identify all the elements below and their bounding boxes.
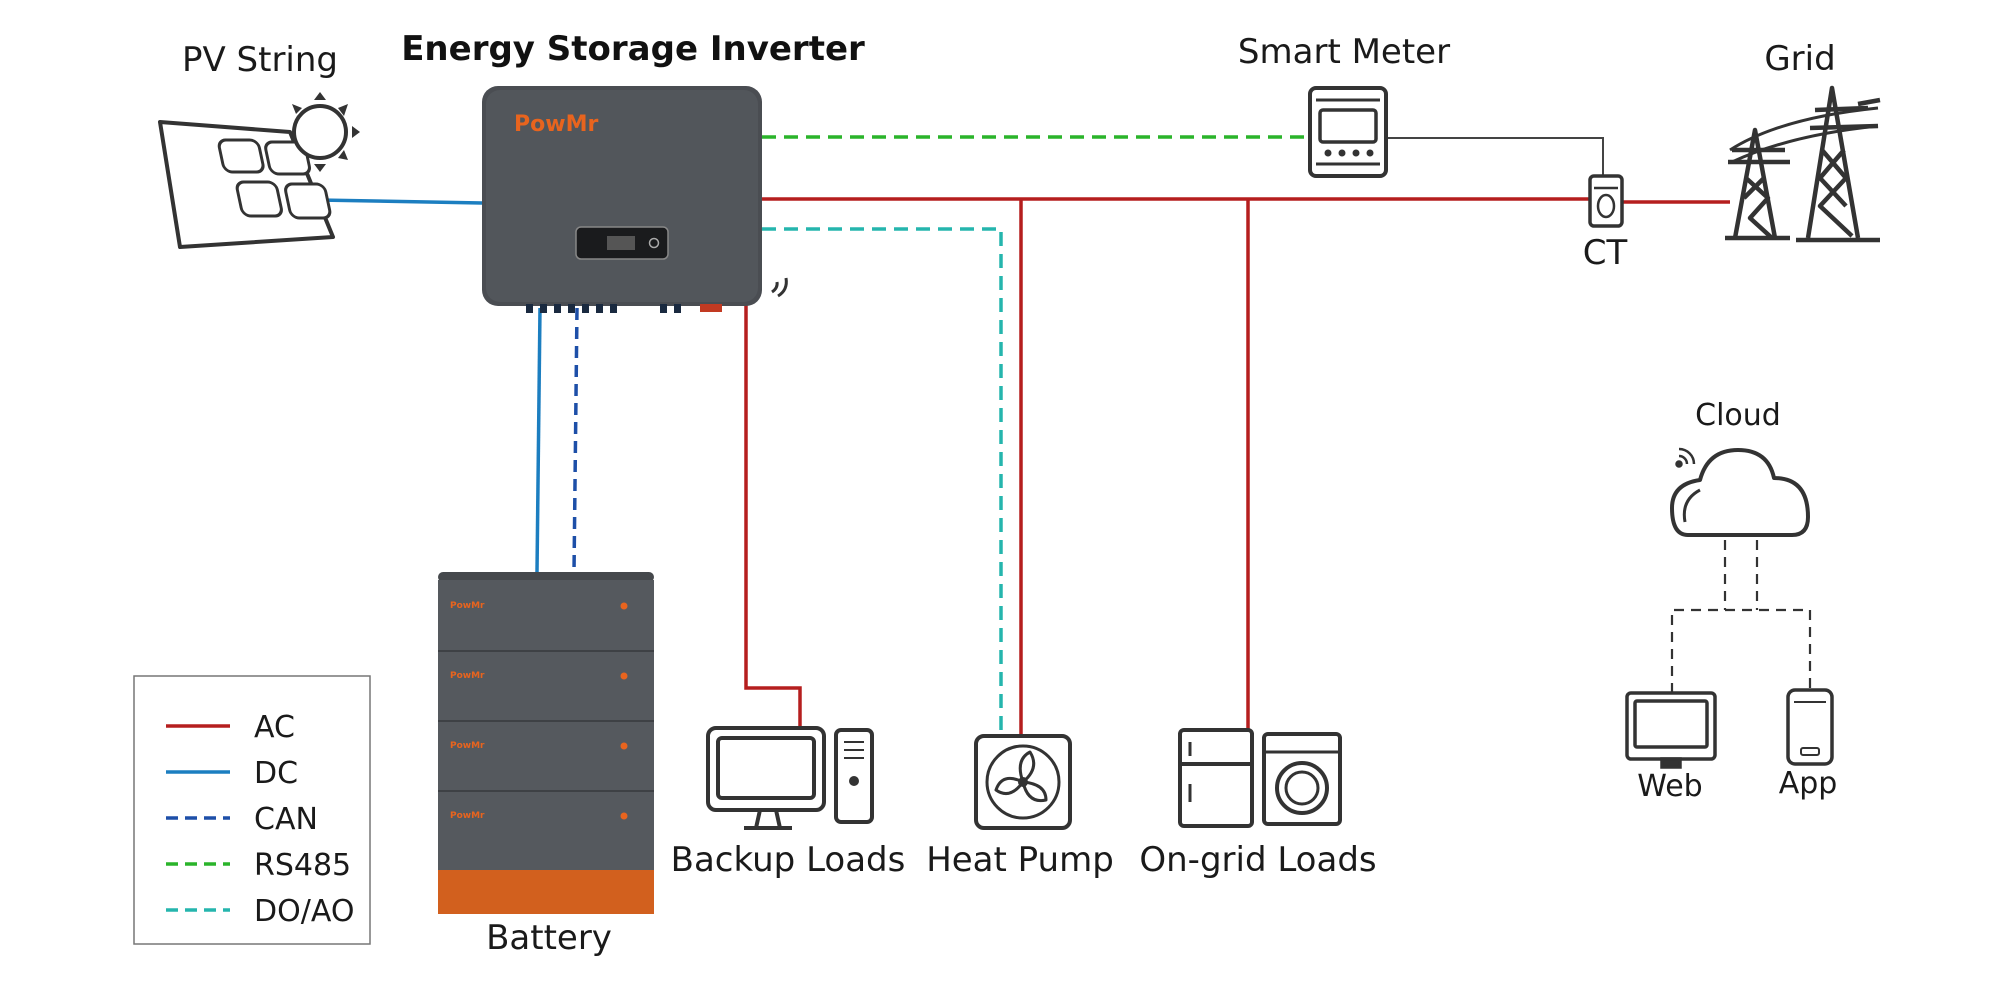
heat-pump-icon (974, 734, 1072, 830)
smart-meter-icon (1308, 86, 1388, 178)
ac-backup-line (744, 305, 802, 728)
desktop-computer-icon (706, 726, 874, 830)
ct-label: CT (1583, 233, 1628, 273)
wifi-icon (1675, 447, 1696, 468)
cloud-links (1670, 540, 1812, 693)
app-label: App (1779, 766, 1838, 801)
sun-icon (292, 92, 360, 172)
battery-brand-logo: PowMr (450, 811, 485, 821)
cloud-label: Cloud (1695, 398, 1781, 433)
pv-string-label: PV String (182, 40, 338, 80)
inverter-unit (482, 86, 788, 313)
grid-tower-icon (1725, 85, 1881, 243)
meter-ct-wire (1386, 137, 1604, 176)
battery-brand-logo: PowMr (450, 601, 485, 611)
refrigerator-icon (1178, 728, 1254, 828)
backup-loads-label: Backup Loads (671, 840, 906, 880)
battery-brand-logo: PowMr (450, 671, 485, 681)
dc-line-pv (317, 198, 483, 205)
do-ao-line (762, 227, 1003, 736)
app-phone-icon (1786, 688, 1834, 766)
ct-icon (1588, 174, 1624, 228)
battery-brand-logo: PowMr (450, 741, 485, 751)
on-grid-loads-label: On-grid Loads (1139, 840, 1376, 880)
inverter-label: Energy Storage Inverter (401, 29, 865, 69)
legend-label-ac: AC (254, 710, 295, 745)
cloud-icon (1670, 448, 1810, 537)
smart-meter-label: Smart Meter (1238, 32, 1450, 72)
legend-box (133, 675, 371, 945)
inverter-brand-logo: PowMr (514, 112, 598, 137)
legend-label-rs485: RS485 (254, 848, 351, 883)
web-computer-icon (1625, 691, 1717, 769)
dc-line-battery (535, 307, 542, 573)
can-line-battery (572, 307, 579, 573)
battery-label: Battery (486, 918, 612, 958)
web-label: Web (1637, 769, 1702, 804)
battery-unit (438, 572, 654, 914)
pv-panel-icon (158, 120, 335, 249)
legend-label-can: CAN (254, 802, 318, 837)
heat-pump-label: Heat Pump (926, 840, 1114, 880)
legend-label-dc: DC (254, 756, 298, 791)
legend-label-do-ao: DO/AO (254, 894, 354, 929)
grid-label: Grid (1764, 39, 1835, 79)
washing-machine-icon (1262, 732, 1342, 826)
